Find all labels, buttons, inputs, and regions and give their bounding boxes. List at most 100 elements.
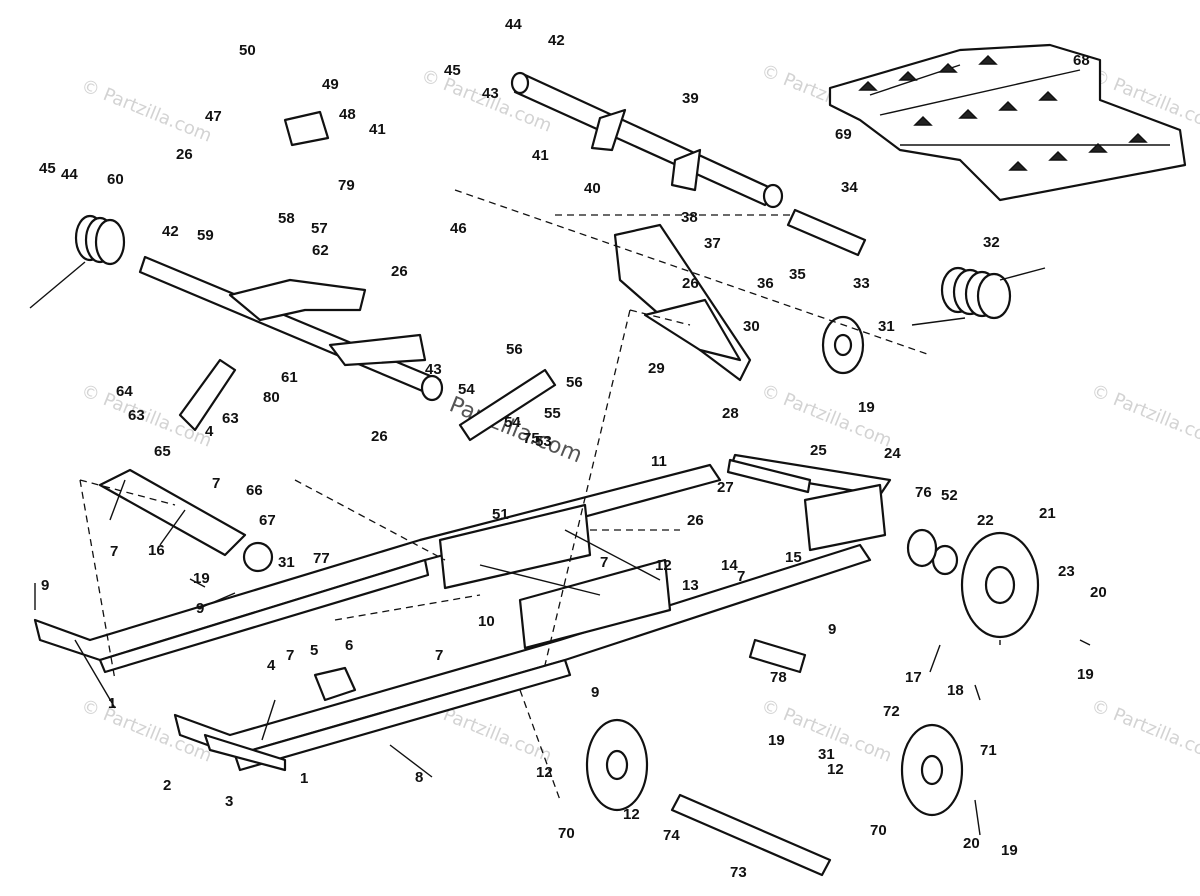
callout-label: 19 [858, 399, 875, 416]
callout-label: 59 [197, 227, 214, 244]
link-80 [178, 358, 237, 432]
callout-label: 42 [162, 223, 179, 240]
callout-label: 20 [1090, 584, 1107, 601]
callout-label: 43 [482, 85, 499, 102]
callout-label: 63 [128, 407, 145, 424]
callout-label: 56 [506, 341, 523, 358]
cross-bracket-10 [438, 503, 672, 650]
callout-label: 65 [154, 443, 171, 460]
callout-label: 35 [789, 266, 806, 283]
callout-label: 12 [536, 764, 553, 781]
callout-label: 41 [532, 147, 549, 164]
callout-label: 19 [193, 570, 210, 587]
callout-label: 50 [239, 42, 256, 59]
callout-label: 63 [222, 410, 239, 427]
callout-label: 7 [110, 543, 118, 560]
callout-label: 22 [977, 512, 994, 529]
callout-label: 43 [425, 361, 442, 378]
callout-label: 69 [835, 126, 852, 143]
callout-label: 54 [458, 381, 475, 398]
callout-label: 45 [444, 62, 461, 79]
callout-label: 12 [623, 806, 640, 823]
callout-label: 11 [651, 453, 667, 470]
callout-label: 21 [1039, 505, 1056, 522]
callout-label: 68 [1073, 52, 1090, 69]
callout-label: 48 [339, 106, 356, 123]
callout-label: 49 [322, 76, 339, 93]
callout-label: 31 [818, 746, 835, 763]
callout-label: 8 [415, 769, 423, 786]
callout-label: 37 [704, 235, 721, 252]
block-6 [313, 666, 357, 702]
watermark: © Partzilla.com [78, 75, 215, 147]
callout-label: 61 [281, 369, 298, 386]
callout-label: 66 [246, 482, 263, 499]
callout-label: 29 [648, 360, 665, 377]
callout-label: 10 [478, 613, 495, 630]
callout-label: 18 [947, 682, 964, 699]
callout-label: 9 [196, 600, 204, 617]
callout-label: 7 [286, 647, 294, 664]
callout-label: 40 [584, 180, 601, 197]
callout-label: 72 [883, 703, 900, 720]
callout-label: 79 [338, 177, 355, 194]
callout-label: 60 [107, 171, 124, 188]
callout-label: 55 [544, 405, 561, 422]
callout-label: 27 [717, 479, 734, 496]
callout-label: 17 [905, 669, 922, 686]
callout-labels: 1 1 2 3 4 4 5 6 7 7 7 7 7 7 8 9 9 9 9 10… [39, 16, 1107, 881]
callout-label: 47 [205, 108, 222, 125]
callout-label: 26 [687, 512, 704, 529]
callout-label: 1 [300, 770, 308, 787]
idler-wheel-70-right [900, 723, 964, 817]
callout-label: 4 [205, 423, 214, 440]
callout-label: 15 [785, 549, 802, 566]
callout-label: 7 [737, 568, 745, 585]
shock-absorber-55 [458, 368, 557, 442]
rear-wheel-21 [906, 528, 1040, 639]
reference-lines [79, 189, 931, 801]
callout-label: 44 [61, 166, 78, 183]
callout-label: 19 [1001, 842, 1018, 859]
callout-label: 36 [757, 275, 774, 292]
callout-label: 70 [870, 822, 887, 839]
wear-strip-3 [203, 733, 287, 772]
callout-label: 31 [878, 318, 895, 335]
callout-label: 26 [391, 263, 408, 280]
callout-label: 2 [163, 777, 171, 794]
callout-label: 62 [312, 242, 329, 259]
callout-label: 3 [225, 793, 233, 810]
callout-label: 19 [768, 732, 785, 749]
callout-label: 7 [435, 647, 443, 664]
plate-49 [283, 110, 330, 147]
watermark: © Partzilla.com [1088, 380, 1200, 452]
leader-lines [34, 479, 1091, 836]
callout-label: 54 [504, 414, 521, 431]
callout-label: 32 [983, 234, 1000, 251]
callout-label: 34 [841, 179, 858, 196]
callout-label: 71 [980, 742, 997, 759]
callout-label: 13 [682, 577, 699, 594]
callout-label: 1 [108, 695, 116, 712]
callout-label: 41 [369, 121, 386, 138]
callout-label: 75 [523, 430, 540, 447]
sleeve-34 [786, 208, 867, 257]
callout-label: 58 [278, 210, 295, 227]
callout-label: 23 [1058, 563, 1075, 580]
callout-label: 20 [963, 835, 980, 852]
callout-label: 4 [267, 657, 276, 674]
callout-label: 73 [730, 864, 747, 881]
track-belt [828, 43, 1187, 202]
callout-label: 53 [535, 433, 552, 450]
callout-label: 6 [345, 637, 353, 654]
callout-label: 7 [600, 554, 608, 571]
callout-label: 46 [450, 220, 467, 237]
callout-label: 26 [371, 428, 388, 445]
rear-upper-shaft [510, 71, 784, 209]
callout-label: 26 [176, 146, 193, 163]
axle-25 [726, 458, 812, 494]
callout-label: 7 [212, 475, 220, 492]
callout-label: 57 [311, 220, 328, 237]
